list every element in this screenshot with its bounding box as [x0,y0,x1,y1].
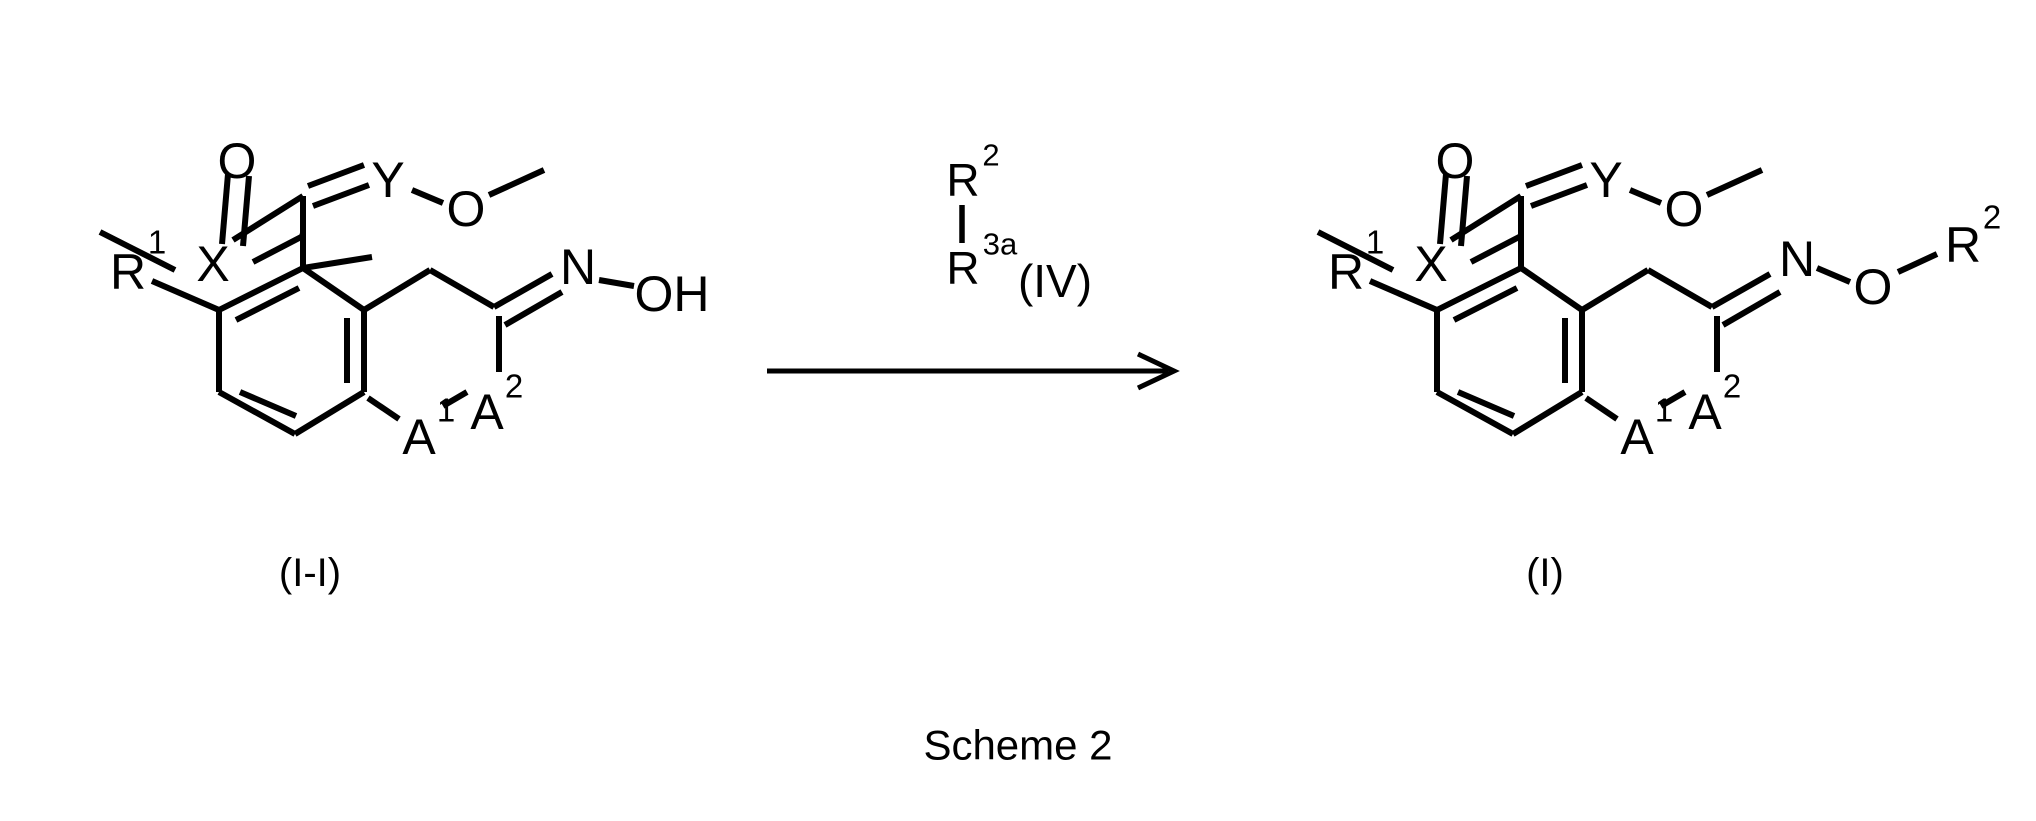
bond-product-cn-double-a [1710,271,1772,310]
reaction-arrow [767,351,1180,391]
product-oxime-ether-oxygen-label: O [1854,259,1893,315]
bond-product-y-o [1628,187,1663,206]
bond-alpha-y-double-a [306,162,366,189]
product-r2-label: R [1945,217,1981,273]
bond-ring-inner-2 [238,389,298,419]
bond-product-a2-a1 [1659,389,1687,409]
bond-ring-c6-c1 [301,265,366,313]
reactant-y-label: Y [371,152,404,208]
reagent-top-superscript: 2 [982,138,999,173]
product-structure-number: (I) [1526,551,1564,595]
arrow-head [1136,351,1180,391]
bond-product-cn-double-b [1721,289,1782,328]
bond-x-carbonyl [251,233,305,265]
product-r1-superscript: 1 [1366,224,1384,261]
bond-product-r1-ring [1368,278,1439,313]
bond-fused-stub [302,254,373,271]
product-r2-superscript: 2 [1983,199,2001,236]
product-a2-label: A [1688,384,1722,440]
bond-product-ring-to-ch2 [1580,267,1650,313]
reactant-a2-label: A [470,384,504,440]
bond-ring-c3-c4 [217,389,297,437]
bond-product-a1-ring [1584,395,1619,422]
bond-product-ring-inner-1 [1452,285,1519,323]
product-y-label: Y [1589,152,1622,208]
reactant-x-label: X [196,236,229,292]
bond-product-carbonyl-to-alpha [1449,193,1523,243]
product-oxime-nitrogen-label: N [1779,231,1815,287]
bond-product-ring-c6-c1 [1519,265,1584,313]
reagent-structure-number: (IV) [1018,255,1092,307]
reactant-structure: O X R 1 Y O A 1 A 2 N OH (I-I) [98,133,710,595]
product-a1-superscript: 1 [1655,392,1673,429]
bond-ring-c4-c5 [293,389,366,437]
bond-product-methyl-x [1316,229,1395,273]
bond-product-o-r2 [1896,251,1939,275]
reactant-r1-superscript: 1 [148,224,166,261]
bond-y-o [410,187,445,206]
bond-r1-ring [150,278,221,313]
bond-product-x-carbonyl [1469,233,1523,265]
product-x-label: X [1414,236,1447,292]
reagent-group: R 2 R 3a (IV) [946,138,1092,308]
bond-product-alpha-y-double-b [1529,182,1589,209]
bond-ring-to-ch2 [362,267,432,313]
reactant-oxime-hydroxyl-label: OH [635,266,710,322]
product-carbonyl-oxygen-label: O [1436,133,1475,189]
bond-cn-double-b [503,289,564,328]
bond-cn-double-a [492,271,554,310]
bond-carbonyl-double-a [219,173,231,245]
bond-product-ring-c4-c5 [1511,389,1584,437]
bond-ring-inner-1 [234,285,301,323]
bond-product-alpha-y-double-a [1524,162,1584,189]
product-structure: O X R 1 Y O A 1 A 2 N O R 2 (I) [1316,133,2001,595]
reactant-structure-number: (I-I) [279,551,341,595]
product-ether-oxygen-label: O [1665,181,1704,237]
bond-n-oh [598,277,635,289]
reactant-carbonyl-oxygen-label: O [218,133,257,189]
bond-ring-c1-c2 [217,265,305,313]
reactant-oxime-nitrogen-label: N [560,239,596,295]
bond-product-o-methyl [1705,167,1764,198]
scheme-caption: Scheme 2 [923,722,1112,769]
bond-a1-ring [366,395,401,422]
bond-methyl-x [98,229,177,273]
bond-o-methyl [487,167,546,198]
product-a2-superscript: 2 [1723,368,1741,405]
reactant-a1-label: A [402,409,436,465]
bond-carbonyl-to-alpha [231,193,305,243]
bond-ch2-to-cimine [428,267,496,310]
product-r1-label: R [1328,244,1364,300]
reactant-r1-label: R [110,244,146,300]
bond-product-n-o [1815,265,1852,285]
reagent-bottom-symbol: R [946,242,979,294]
bond-product-ring-c3-c4 [1435,389,1515,437]
reagent-top-symbol: R [946,154,979,206]
bond-product-ring-c1-c2 [1435,265,1523,313]
reagent-bottom-superscript: 3a [983,227,1018,262]
bond-product-ch2-to-cimine [1646,267,1714,310]
bond-product-carbonyl-double-a [1437,173,1449,245]
bond-product-ring-inner-2 [1456,389,1516,419]
reactant-a2-superscript: 2 [505,368,523,405]
reactant-a1-superscript: 1 [437,392,455,429]
product-a1-label: A [1620,409,1654,465]
reactant-ether-oxygen-label: O [447,181,486,237]
bond-a2-a1 [441,389,469,409]
bond-alpha-y-double-b [311,182,371,209]
